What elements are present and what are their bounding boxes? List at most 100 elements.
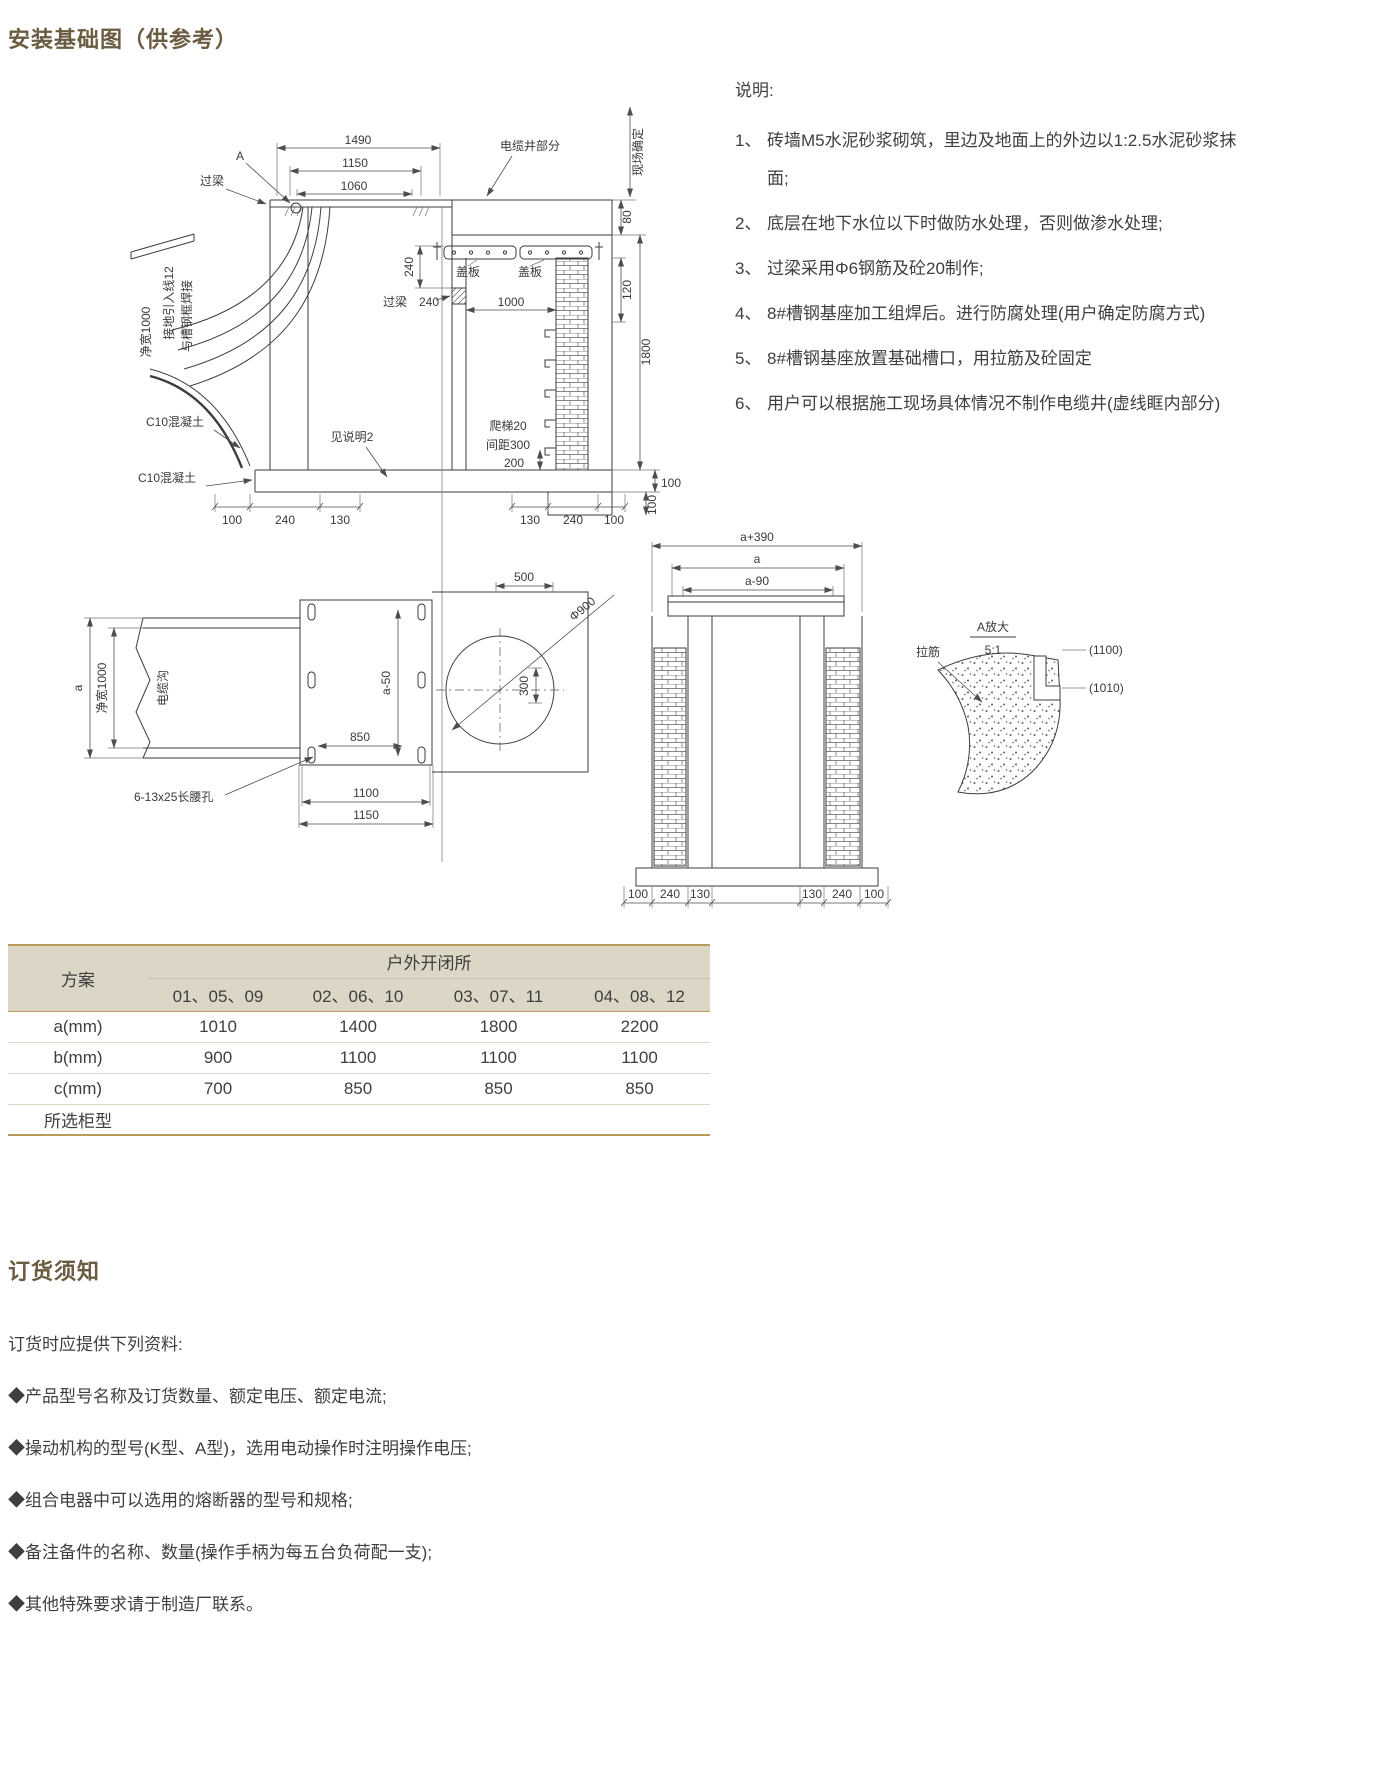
table-column-header: 03、07、11 xyxy=(428,978,569,1011)
chain-left-130: 130 xyxy=(330,513,350,527)
chain-right-240: 240 xyxy=(563,513,583,527)
note-item: 1、 砖墙M5水泥砂浆砌筑，里边及地面上的外边以1:2.5水泥砂浆抹面; xyxy=(735,122,1251,198)
front-view: a+390 a a-90 100 240 130 130 240 100 xyxy=(620,530,892,908)
cell xyxy=(428,1103,569,1135)
ladder-label: 爬梯20 xyxy=(489,419,527,433)
see-note-label: 见说明2 xyxy=(331,429,374,444)
ordering-item: ◆组合电器中可以选用的熔断器的型号和规格; xyxy=(8,1491,353,1510)
spec-table: 方案 户外开闭所 01、05、09 02、06、10 03、07、11 04、0… xyxy=(8,944,710,1136)
table-row: b(mm) 900 1100 1100 1100 xyxy=(8,1041,710,1073)
dim-label-a50: a-50 xyxy=(379,671,393,695)
ordering-intro: 订货时应提供下列资料: xyxy=(8,1335,183,1354)
table-row: 所选柜型 xyxy=(8,1103,710,1135)
cell xyxy=(569,1103,710,1135)
detail-a-view: A放大 5:1 拉筋 (1100) (1010) xyxy=(916,619,1124,795)
table-scheme-header: 方案 xyxy=(8,945,148,1011)
note-text: 过梁采用Φ6钢筋及砼20制作; xyxy=(767,259,984,278)
dim-label-1490: 1490 xyxy=(345,133,372,147)
dim-label-a390: a+390 xyxy=(740,530,774,544)
chain-right-100: 100 xyxy=(604,513,624,527)
section-view: 1490 1150 1060 A 过梁 净宽1000 接地引入线12 与槽钢框焊… xyxy=(130,106,681,527)
notes-panel: 说明: 1、 砖墙M5水泥砂浆砌筑，里边及地面上的外边以1:2.5水泥砂浆抹面;… xyxy=(735,76,1251,430)
front-chain-right-100: 100 xyxy=(864,887,884,901)
plan-view: 电缆沟 a 净宽1000 6-13x25长腰孔 850 1100 1150 a-… xyxy=(71,207,615,862)
ordering-title: 订货须知 xyxy=(8,1259,101,1284)
page-title: 安装基础图（供参考） xyxy=(8,27,239,52)
notes-heading: 说明: xyxy=(735,81,774,100)
dim-label-a-front: a xyxy=(754,552,761,566)
note-number: 1、 xyxy=(735,131,762,150)
dim-label-850: 850 xyxy=(350,730,370,744)
detail-dim-1010: (1010) xyxy=(1089,681,1124,695)
cell: 1100 xyxy=(288,1041,428,1073)
dim-label-100-r2: 100 xyxy=(645,495,659,515)
note-item: 3、 过梁采用Φ6钢筋及砼20制作; xyxy=(735,250,1251,288)
cable-well-label: 电缆井部分 xyxy=(500,138,560,153)
note-number: 6、 xyxy=(735,394,762,413)
chain-left-240: 240 xyxy=(275,513,295,527)
cable-trench-label: 电缆沟 xyxy=(156,670,170,706)
note-text: 8#槽钢基座放置基础槽口，用拉筋及砼固定 xyxy=(767,349,1092,368)
note-number: 2、 xyxy=(735,214,762,233)
table-column-header: 02、06、10 xyxy=(288,978,428,1011)
dim-label-phi900: Φ900 xyxy=(567,594,599,624)
dim-label-1800: 1800 xyxy=(639,338,653,365)
ladder-gap-label: 间距300 xyxy=(486,438,530,452)
slots-label: 6-13x25长腰孔 xyxy=(134,790,213,804)
note-item: 2、 底层在地下水位以下时做防水处理，否则做渗水处理; xyxy=(735,205,1251,243)
site-confirm-label: 现场确定 xyxy=(630,128,645,176)
table-column-header: 01、05、09 xyxy=(148,978,288,1011)
dim-label-300: 300 xyxy=(517,676,531,696)
dim-label-1060: 1060 xyxy=(341,179,368,193)
dim-label-240h: 240 xyxy=(419,295,439,309)
note-text: 用户可以根据施工现场具体情况不制作电缆井(虚线眶内部分) xyxy=(767,394,1221,413)
ground-wire-label: 接地引入线12 xyxy=(161,266,176,340)
ordering-item: ◆备注备件的名称、数量(操作手柄为每五台负荷配一支); xyxy=(8,1543,433,1562)
table-row: c(mm) 700 850 850 850 xyxy=(8,1072,710,1104)
cell: 1800 xyxy=(428,1010,569,1042)
table-group-header: 户外开闭所 xyxy=(148,945,710,979)
cell: 1400 xyxy=(288,1010,428,1042)
cell: 1100 xyxy=(569,1041,710,1073)
dim-label-120: 120 xyxy=(620,280,634,300)
dim-label-200: 200 xyxy=(504,456,524,470)
dim-label-240v: 240 xyxy=(402,257,416,277)
note-number: 4、 xyxy=(735,304,762,323)
cell: 1010 xyxy=(148,1010,288,1042)
note-number: 5、 xyxy=(735,349,762,368)
row-label: c(mm) xyxy=(8,1072,148,1104)
lajin-label: 拉筋 xyxy=(916,644,940,659)
cover-plate-label-2: 盖板 xyxy=(518,265,542,279)
note-item: 6、 用户可以根据施工现场具体情况不制作电缆井(虚线眶内部分) xyxy=(735,385,1251,423)
row-label: 所选柜型 xyxy=(8,1103,148,1135)
dim-label-80: 80 xyxy=(620,210,634,224)
cell: 850 xyxy=(428,1072,569,1104)
front-chain-right-130: 130 xyxy=(802,887,822,901)
cell: 900 xyxy=(148,1041,288,1073)
lintel-label-top: 过梁 xyxy=(200,173,224,188)
cell: 2200 xyxy=(569,1010,710,1042)
front-chain-left-240: 240 xyxy=(660,887,680,901)
note-text: 8#槽钢基座加工组焊后。进行防腐处理(用户确定防腐方式) xyxy=(767,304,1206,323)
lintel-label-mid: 过梁 xyxy=(383,294,407,309)
ordering-section: 订货须知 订货时应提供下列资料: ◆产品型号名称及订货数量、额定电压、额定电流;… xyxy=(8,1254,988,1642)
cell: 1100 xyxy=(428,1041,569,1073)
front-chain-left-100: 100 xyxy=(628,887,648,901)
cell xyxy=(288,1103,428,1135)
note-number: 3、 xyxy=(735,259,762,278)
detail-dim-1100: (1100) xyxy=(1089,643,1123,657)
row-label: b(mm) xyxy=(8,1041,148,1073)
ordering-item: ◆产品型号名称及订货数量、额定电压、额定电流; xyxy=(8,1387,387,1406)
foundation-drawing: 1490 1150 1060 A 过梁 净宽1000 接地引入线12 与槽钢框焊… xyxy=(71,106,1124,908)
net-width-label-plan: 净宽1000 xyxy=(94,662,109,713)
weld-frame-label: 与槽钢框焊接 xyxy=(179,280,194,352)
chain-left-100: 100 xyxy=(222,513,242,527)
dim-label-1100-plan: 1100 xyxy=(353,786,379,800)
dim-label-1150-plan: 1150 xyxy=(353,808,379,822)
dim-label-a90: a-90 xyxy=(745,574,769,588)
cell: 850 xyxy=(569,1072,710,1104)
cell: 700 xyxy=(148,1072,288,1104)
cover-plate-label-1: 盖板 xyxy=(456,265,480,279)
cell: 850 xyxy=(288,1072,428,1104)
